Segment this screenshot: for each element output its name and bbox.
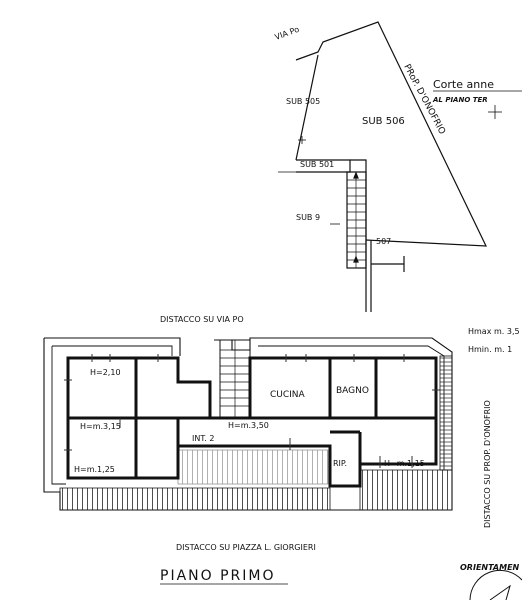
room-rip: RIP.	[333, 459, 347, 468]
floor-plan	[43, 337, 453, 511]
parcel-boundary	[295, 21, 487, 247]
sub-505-label: SUB 505	[286, 97, 320, 106]
sub-501-label: SUB 501	[300, 160, 334, 169]
compass-icon	[469, 569, 522, 600]
distacco-prop-label: DISTACCO SU PROP. D'ONOFRIO	[483, 400, 492, 528]
h-min-label: Hmin. m. 1	[468, 345, 512, 354]
left-wing-upper	[66, 356, 212, 420]
room-cucina: CUCINA	[270, 390, 306, 400]
room-int2: INT. 2	[192, 434, 214, 443]
507-label: 507	[376, 237, 391, 246]
piano-terra-label: AL PIANO TER	[432, 96, 488, 104]
height-210-label: H=2,10	[90, 368, 121, 377]
height-350-label: H=m.3,50	[228, 421, 269, 430]
via-po-label: VIA Po	[274, 25, 301, 42]
site-plan	[278, 21, 502, 312]
hatched-areas	[59, 355, 453, 511]
room-bagno: BAGNO	[336, 386, 369, 396]
sub-501-outline	[296, 159, 351, 173]
distacco-via-po-label: DISTACCO SU VIA PO	[160, 315, 244, 324]
outer-outline	[43, 337, 453, 511]
height-125-label: H=m.1,25	[74, 465, 115, 474]
corte-label: Corte anne	[433, 78, 494, 91]
sub-9-label: SUB 9	[296, 213, 320, 222]
orientamento-label: ORIENTAMEN	[460, 563, 520, 572]
distacco-piazza-label: DISTACCO SU PIAZZA L. GIORGIERI	[176, 543, 316, 552]
height-315-label: H=m.3,15	[80, 422, 121, 431]
sheet-title: PIANO PRIMO	[160, 568, 276, 584]
h-max-label: Hmax m. 3,5	[468, 327, 520, 336]
site-labels: VIA Po Corte anne AL PIANO TER PRoP. D'O…	[274, 25, 522, 246]
height-115-label: H=m.1,15	[384, 459, 425, 468]
sub-506-label: SUB 506	[362, 116, 405, 127]
floor-labels: H=2,10 CUCINA BAGNO H=m.3,15 INT. 2 H=m.…	[74, 315, 520, 585]
